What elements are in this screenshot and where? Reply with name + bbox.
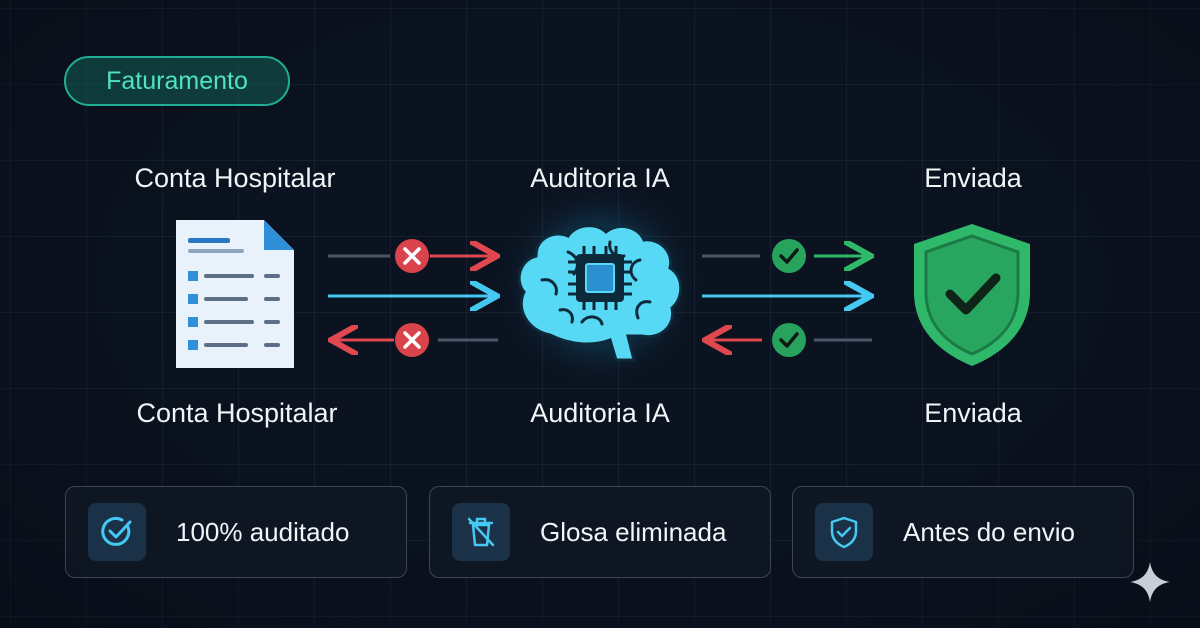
sparkle-icon [1130,562,1170,602]
feature-card-audited: 100% auditado [65,486,407,578]
feature-card-glosa: Glosa eliminada [429,486,771,578]
trash-off-icon [452,503,510,561]
feature-label: Glosa eliminada [540,516,727,547]
document-icon [176,220,294,368]
stage-label-enviada-bottom: Enviada [924,398,1022,428]
stage-label-conta-top: Conta Hospitalar [134,163,336,193]
x-circle-icon [395,323,429,357]
stage-label-auditoria-top: Auditoria IA [530,163,670,193]
check-circle-icon [88,503,146,561]
shield-check-icon [815,503,873,561]
feature-card-before-sending: Antes do envio [792,486,1134,578]
feature-label: 100% auditado [176,516,350,547]
check-circle-icon [772,239,806,273]
check-circle-icon [772,323,806,357]
shield-check-icon [914,224,1030,366]
rejection-arrows-left [328,230,510,360]
stage-label-auditoria-bottom: Auditoria IA [530,398,670,428]
approval-arrows-right [702,230,884,360]
stage-label-enviada-top: Enviada [924,163,1022,193]
stage-label-conta-bottom: Conta Hospitalar [136,398,338,428]
ai-brain-icon [495,190,705,390]
x-circle-icon [395,239,429,273]
feature-label: Antes do envio [903,516,1076,547]
category-badge: Faturamento [64,56,290,106]
